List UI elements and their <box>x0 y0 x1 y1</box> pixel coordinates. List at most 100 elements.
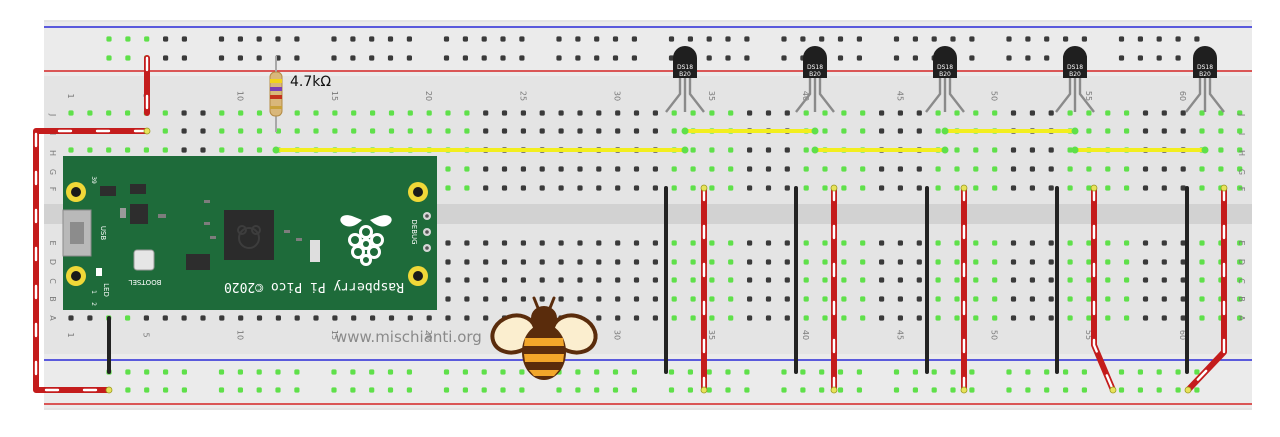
breadboard-hole <box>1105 296 1111 302</box>
breadboard-hole <box>1086 277 1092 283</box>
raspberry-logo-chip-icon <box>237 225 261 249</box>
breadboard-hole <box>445 277 451 283</box>
breadboard-hole <box>238 147 244 153</box>
breadboard-hole <box>1105 277 1111 283</box>
ds18b20-sensor-2[interactable]: DS18 B20 <box>795 46 835 113</box>
breadboard-hole <box>1086 166 1092 172</box>
breadboard-hole <box>690 110 696 116</box>
breadboard-hole <box>725 55 731 61</box>
vcc-wire-sensor-4 <box>1091 185 1116 393</box>
resistor-label: 4.7kΩ <box>290 74 331 90</box>
breadboard-hole <box>690 315 696 321</box>
breadboard-hole <box>558 296 564 302</box>
col-number-top-25: 25 <box>518 91 527 101</box>
wire-end <box>681 146 689 154</box>
breadboard-hole <box>1161 315 1167 321</box>
breadboard-hole <box>803 259 809 265</box>
breadboard-hole <box>143 147 149 153</box>
breadboard-hole <box>1237 128 1243 134</box>
breadboard-hole <box>973 147 979 153</box>
breadboard-hole <box>690 240 696 246</box>
breadboard-hole <box>879 240 885 246</box>
breadboard-hole <box>313 128 319 134</box>
breadboard-hole <box>1044 387 1050 393</box>
breadboard-hole <box>1161 259 1167 265</box>
breadboard-hole <box>577 128 583 134</box>
breadboard-hole <box>819 36 825 42</box>
breadboard-hole <box>481 55 487 61</box>
wire-end <box>1109 386 1117 394</box>
breadboard-hole <box>483 128 489 134</box>
breadboard-hole <box>728 185 734 191</box>
breadboard-hole <box>879 128 885 134</box>
breadboard-hole <box>200 128 206 134</box>
breadboard-hole <box>1142 277 1149 283</box>
breadboard-hole <box>1180 128 1186 134</box>
breadboard-hole <box>973 185 979 191</box>
breadboard-hole <box>879 296 885 302</box>
breadboard-hole <box>879 185 885 191</box>
breadboard-hole <box>897 296 903 302</box>
breadboard-hole <box>935 166 941 172</box>
breadboard-hole <box>520 259 526 265</box>
breadboard-hole <box>992 315 998 321</box>
breadboard-hole <box>464 315 470 321</box>
breadboard-hole <box>725 387 731 393</box>
breadboard-hole <box>1010 259 1017 265</box>
breadboard-hole <box>1199 185 1205 191</box>
breadboard-hole <box>954 277 960 283</box>
col-number-bottom-35: 35 <box>707 330 716 340</box>
breadboard-hole <box>445 259 451 265</box>
breadboard-hole <box>784 110 790 116</box>
breadboard-hole <box>652 110 658 116</box>
breadboard-hole <box>652 259 658 265</box>
breadboard-hole <box>87 147 93 153</box>
breadboard-hole <box>744 36 750 42</box>
breadboard-hole <box>445 185 451 191</box>
breadboard-hole <box>819 369 825 375</box>
sensor-2-label-line1: DS18 <box>807 64 823 71</box>
breadboard-hole <box>1067 185 1073 191</box>
breadboard-hole <box>633 277 640 283</box>
raspberry-pi-pico[interactable]: Raspberry Pi Pico ©2020 USB LED BOOTSEL … <box>62 156 437 310</box>
breadboard-hole <box>856 387 862 393</box>
pico-rp2040-chip <box>224 210 274 260</box>
breadboard-hole <box>822 166 828 172</box>
breadboard-hole <box>539 259 545 265</box>
breadboard-hole <box>350 55 356 61</box>
wire-end <box>811 146 819 154</box>
ds18b20-sensor-4[interactable]: DS18 B20 <box>1055 46 1095 113</box>
breadboard-hole <box>519 369 525 375</box>
breadboard-hole <box>973 315 979 321</box>
breadboard-hole <box>1180 240 1186 246</box>
breadboard-hole <box>1199 240 1205 246</box>
breadboard-hole <box>841 128 847 134</box>
breadboard-hole <box>1067 277 1073 283</box>
breadboard-hole <box>256 128 263 134</box>
breadboard-hole <box>1156 55 1162 61</box>
breadboard-hole <box>765 259 772 265</box>
breadboard-hole <box>860 240 866 246</box>
breadboard-hole <box>369 387 375 393</box>
breadboard-hole <box>633 240 640 246</box>
breadboard-hole <box>690 296 696 302</box>
breadboard-hole <box>596 110 602 116</box>
breadboard-hole <box>464 110 470 116</box>
pico-bootsel-button[interactable] <box>133 249 155 271</box>
breadboard-hole <box>784 240 790 246</box>
vcc-wire-ends <box>105 127 1228 394</box>
breadboard-hole <box>781 55 787 61</box>
row-letters-right: J I H G F E D C B A <box>1237 113 1246 321</box>
row-letter-d-left: D <box>48 259 57 265</box>
breadboard-hole <box>822 315 828 321</box>
resistor-4-7k[interactable]: 4.7kΩ <box>269 56 331 132</box>
row-letter-b-left: B <box>48 296 57 302</box>
breadboard-hole <box>388 110 395 116</box>
breadboard-hole <box>1199 315 1205 321</box>
breadboard-hole <box>556 387 562 393</box>
ds18b20-sensor-1[interactable]: DS18 B20 <box>665 46 705 113</box>
breadboard-hole <box>1142 128 1149 134</box>
breadboard-hole <box>671 296 677 302</box>
ds18b20-sensor-5[interactable]: DS18 B20 <box>1185 46 1225 113</box>
ds18b20-sensor-3[interactable]: DS18 B20 <box>925 46 965 113</box>
